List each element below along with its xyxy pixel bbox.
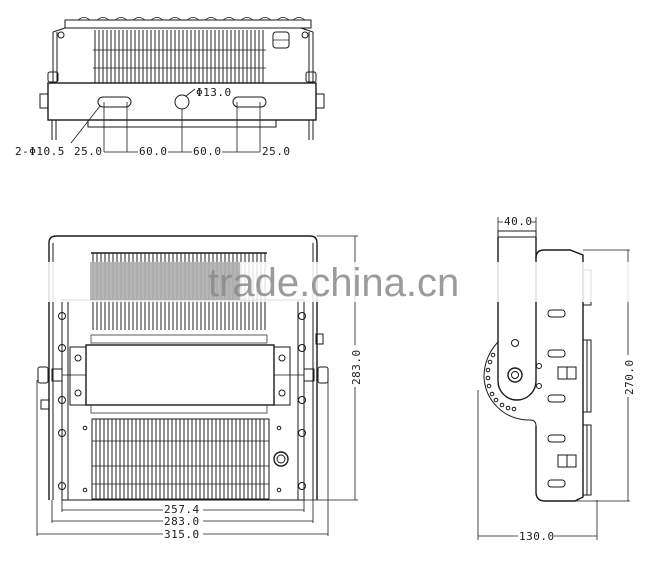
watermark-text: trade.china.cn bbox=[208, 261, 459, 305]
side-view: 40.0 270.0 130.0 bbox=[477, 215, 636, 543]
overall-width-label: 315.0 bbox=[164, 528, 200, 541]
spacing-label-4: 25.0 bbox=[262, 145, 291, 158]
inner-width-label: 257.4 bbox=[164, 503, 200, 516]
depth-label: 130.0 bbox=[519, 530, 555, 543]
spacing-label-2: 60.0 bbox=[139, 145, 168, 158]
body-width-label: 283.0 bbox=[164, 515, 200, 528]
top-view: Φ13.0 2-Φ10.5 25.0 60.0 60.0 25.0 bbox=[15, 17, 325, 158]
side-height-label: 270.0 bbox=[623, 359, 636, 395]
cable-hole-label: Φ13.0 bbox=[196, 86, 232, 99]
front-height-label: 283.0 bbox=[350, 349, 363, 385]
mount-holes-label: 2-Φ10.5 bbox=[15, 145, 65, 158]
bracket-width-label: 40.0 bbox=[504, 215, 533, 228]
watermark: trade.china.cn bbox=[40, 261, 640, 305]
spacing-label-1: 25.0 bbox=[74, 145, 103, 158]
spacing-label-3: 60.0 bbox=[193, 145, 222, 158]
